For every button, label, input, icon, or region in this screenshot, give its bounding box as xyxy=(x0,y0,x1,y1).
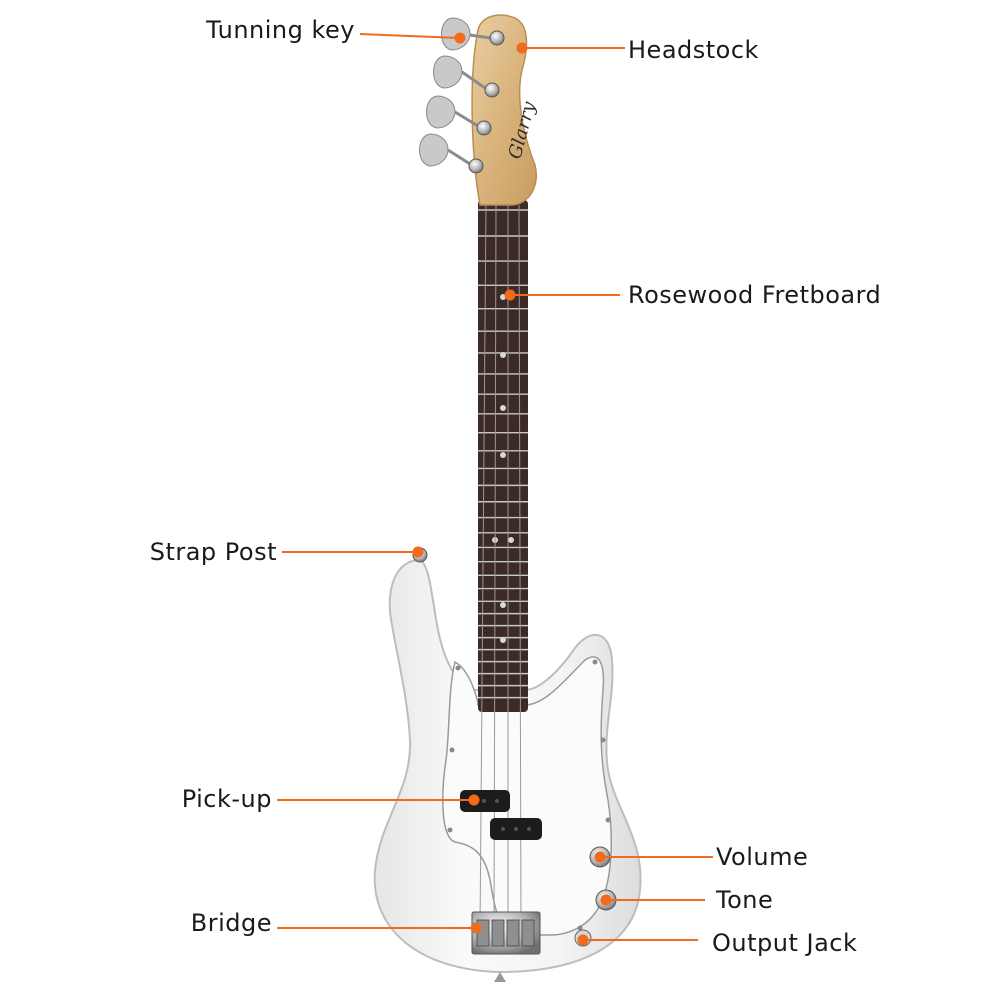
tuning-key xyxy=(433,55,500,98)
label-bridge: Bridge xyxy=(190,909,272,937)
label-tuning-key: Tunning key xyxy=(206,16,355,44)
callout-strap-post-dot xyxy=(412,546,424,558)
callout-bridge-dot xyxy=(470,922,482,934)
callouts xyxy=(277,32,713,946)
label-fretboard: Rosewood Fretboard xyxy=(628,281,882,309)
tuning-keys xyxy=(419,17,505,174)
label-pickup: Pick-up xyxy=(181,785,272,813)
callout-tone-dot xyxy=(600,894,612,906)
label-headstock: Headstock xyxy=(628,36,759,64)
callout-volume-dot xyxy=(594,851,606,863)
label-output-jack: Output Jack xyxy=(712,929,858,957)
callout-fretboard-dot xyxy=(504,289,516,301)
fret-inlays xyxy=(492,294,514,643)
bridge xyxy=(471,911,541,955)
headstock xyxy=(471,14,537,206)
callout-tuning-key-dot xyxy=(454,32,466,44)
label-volume: Volume xyxy=(716,843,809,871)
label-tone: Tone xyxy=(716,886,774,914)
tuning-key xyxy=(419,133,484,174)
strap-post-bottom xyxy=(494,972,506,982)
tuning-key xyxy=(426,95,492,136)
callout-output-jack-dot xyxy=(577,934,589,946)
callout-pickup-dot xyxy=(468,794,480,806)
callout-tuning-key-line xyxy=(359,33,461,39)
label-strap-post: Strap Post xyxy=(149,538,277,566)
callout-headstock-dot xyxy=(516,42,528,54)
